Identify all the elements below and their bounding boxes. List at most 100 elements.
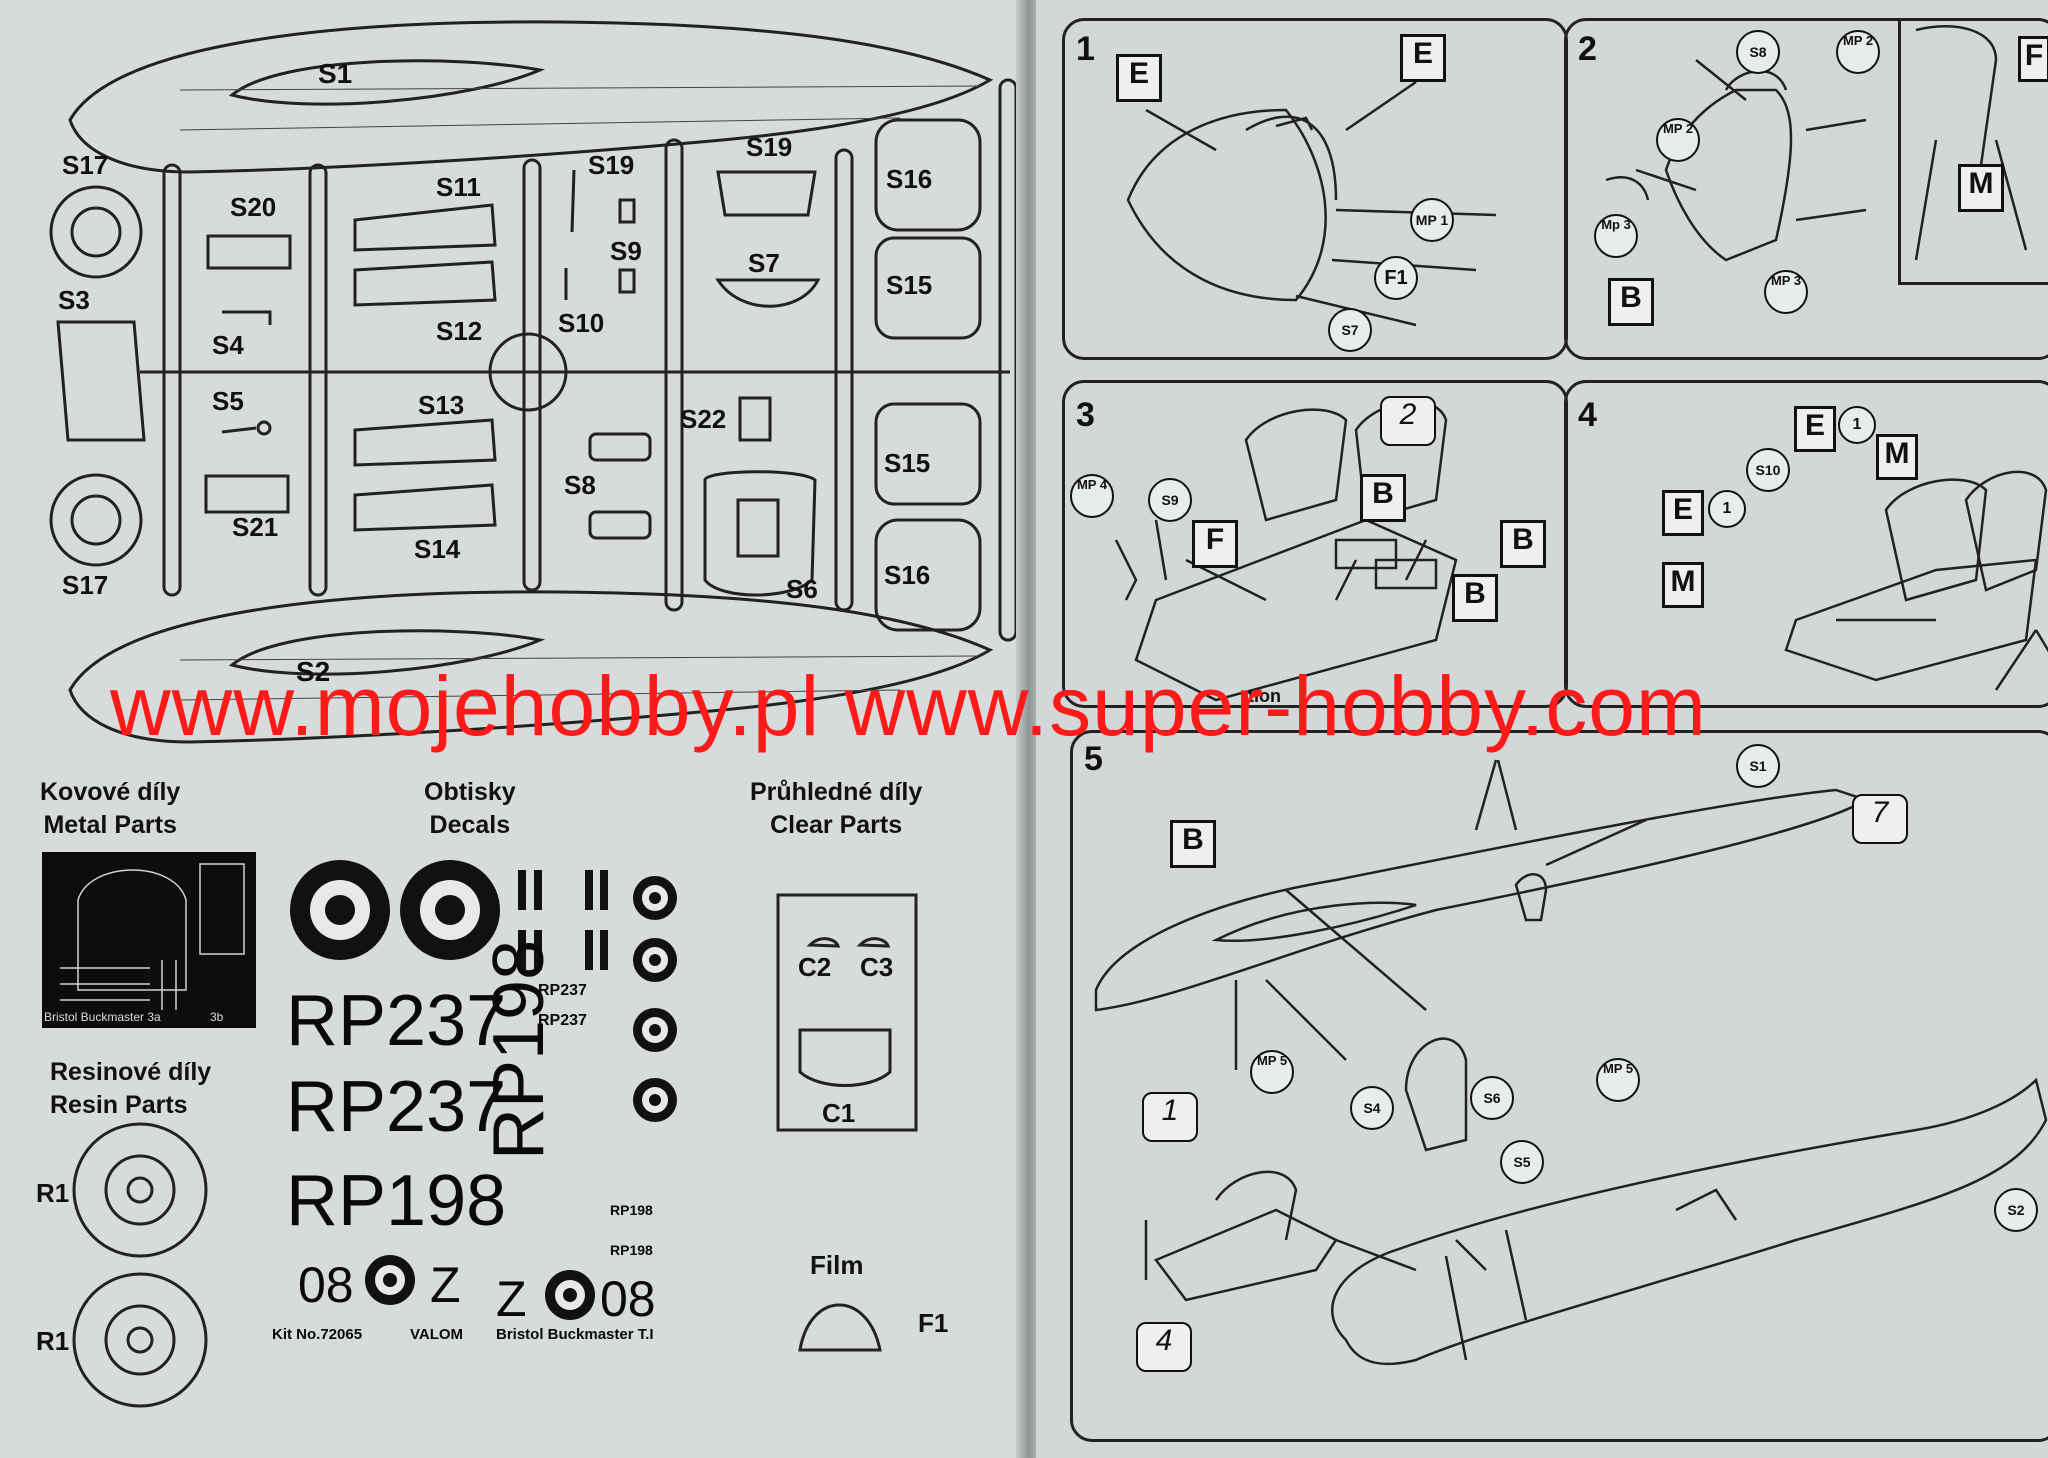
- part-box: B: [1500, 520, 1546, 568]
- decal-code: 08: [298, 1257, 354, 1313]
- part-callout: S2: [1994, 1188, 2038, 1232]
- decal-brand: VALOM: [410, 1326, 464, 1343]
- decal-serial: RP237: [286, 1067, 507, 1147]
- step-number: 5: [1084, 740, 1103, 778]
- part-label: S14: [414, 534, 461, 564]
- decal-serial-vertical: RP198: [479, 939, 559, 1160]
- step-2-panel: [1564, 18, 2048, 360]
- clear-part-label: C2: [798, 952, 832, 982]
- part-box: B: [1452, 574, 1498, 622]
- decal-serial-small: RP198: [610, 1242, 653, 1258]
- subassembly-ref: 4: [1136, 1322, 1192, 1372]
- clear-part-label: C3: [860, 952, 894, 982]
- part-label: S19: [588, 150, 635, 180]
- decal-serial-small: RP198: [610, 1202, 653, 1218]
- resin-part-label: R1: [36, 1326, 70, 1356]
- part-label: S5: [212, 386, 244, 416]
- part-callout: S10: [1746, 448, 1790, 492]
- part-callout: 1: [1708, 490, 1746, 528]
- part-callout: F1: [1374, 256, 1418, 300]
- right-page: 1 2 3 4 5 E E MP 1 F1 S7 F M B S8 MP 2 M…: [1036, 0, 2048, 1458]
- metal-fret: [42, 852, 256, 1028]
- part-box: B: [1170, 820, 1216, 868]
- part-callout: 1: [1838, 406, 1876, 444]
- part-callout: MP 2: [1656, 118, 1700, 162]
- decal-serial: RP237: [286, 981, 507, 1061]
- decal-code: Z: [430, 1257, 461, 1313]
- decal-code: 08: [600, 1271, 656, 1327]
- sprue-drawing: [42, 20, 1018, 1408]
- part-callout: MP 2: [1836, 30, 1880, 74]
- part-box: M: [1662, 562, 1704, 608]
- label-fragment: tion: [1248, 686, 1281, 706]
- part-box: E: [1400, 34, 1446, 82]
- part-box: F: [1192, 520, 1238, 568]
- decal-serial: RP198: [286, 1161, 507, 1241]
- part-label: S12: [436, 316, 483, 346]
- part-box: E: [1116, 54, 1162, 102]
- part-box: B: [1360, 474, 1406, 522]
- part-label: S11: [436, 172, 481, 202]
- part-callout: S4: [1350, 1086, 1394, 1130]
- decal-product: Bristol Buckmaster T.I: [496, 1326, 654, 1343]
- part-box: F: [2018, 36, 2048, 82]
- part-label: S22: [680, 404, 727, 434]
- part-box: E: [1662, 490, 1704, 536]
- step-number: 3: [1076, 396, 1095, 434]
- part-label: S6: [786, 574, 818, 604]
- part-box: M: [1958, 164, 2004, 212]
- part-box: B: [1608, 278, 1654, 326]
- step-number: 1: [1076, 30, 1095, 68]
- step-number: 4: [1578, 396, 1597, 434]
- part-label: S19: [746, 132, 793, 162]
- part-label: S9: [610, 236, 642, 266]
- part-label: S13: [418, 390, 465, 420]
- part-callout: S5: [1500, 1140, 1544, 1184]
- part-callout: MP 1: [1410, 198, 1454, 242]
- watermark: www.mojehobby.pl www.super-hobby.com: [110, 659, 1707, 753]
- step-2-inset: [1898, 20, 2048, 285]
- fret-caption-b: 3b: [210, 1010, 224, 1024]
- step-number: 2: [1578, 30, 1597, 68]
- part-callout: S6: [1470, 1076, 1514, 1120]
- part-callout: S7: [1328, 308, 1372, 352]
- part-box: E: [1794, 406, 1836, 452]
- part-label: S20: [230, 192, 277, 222]
- part-callout: MP 5: [1250, 1050, 1294, 1094]
- subassembly-ref: 7: [1852, 794, 1908, 844]
- part-label: S3: [58, 285, 90, 315]
- part-callout: S8: [1736, 30, 1780, 74]
- part-label: S21: [232, 512, 279, 542]
- step-5-panel: [1070, 730, 2048, 1442]
- film-part-label: F1: [918, 1308, 949, 1338]
- resin-part-label: R1: [36, 1178, 70, 1208]
- left-page: S1 S2 S3 S4 S5 S6 S7 S8 S9 S10 S11 S12 S…: [0, 0, 1030, 1458]
- part-label: S10: [558, 308, 605, 338]
- part-callout: MP 5: [1596, 1058, 1640, 1102]
- decal-kit-number: Kit No.72065: [272, 1326, 363, 1343]
- part-callout: Mp 3: [1594, 214, 1638, 258]
- part-label: S4: [212, 330, 244, 360]
- part-label: S16: [886, 164, 933, 194]
- film-label: Film: [810, 1250, 864, 1280]
- assembly-drawing: [1094, 25, 2048, 1366]
- subassembly-ref: 1: [1142, 1092, 1198, 1142]
- part-label: S16: [884, 560, 931, 590]
- part-label: S8: [564, 470, 596, 500]
- part-callout: S9: [1148, 478, 1192, 522]
- decal-code: Z: [496, 1271, 527, 1327]
- part-label: S7: [748, 248, 780, 278]
- decal-serial-small: RP237: [538, 982, 587, 999]
- part-callout: MP 3: [1764, 270, 1808, 314]
- clear-part-label: C1: [822, 1098, 856, 1128]
- step-4-panel: [1564, 380, 2048, 708]
- part-callout: MP 4: [1070, 474, 1114, 518]
- decal-roundels: [290, 860, 677, 1320]
- part-label: S17: [62, 150, 109, 180]
- part-label: S2: [296, 656, 331, 687]
- part-box: M: [1876, 434, 1918, 480]
